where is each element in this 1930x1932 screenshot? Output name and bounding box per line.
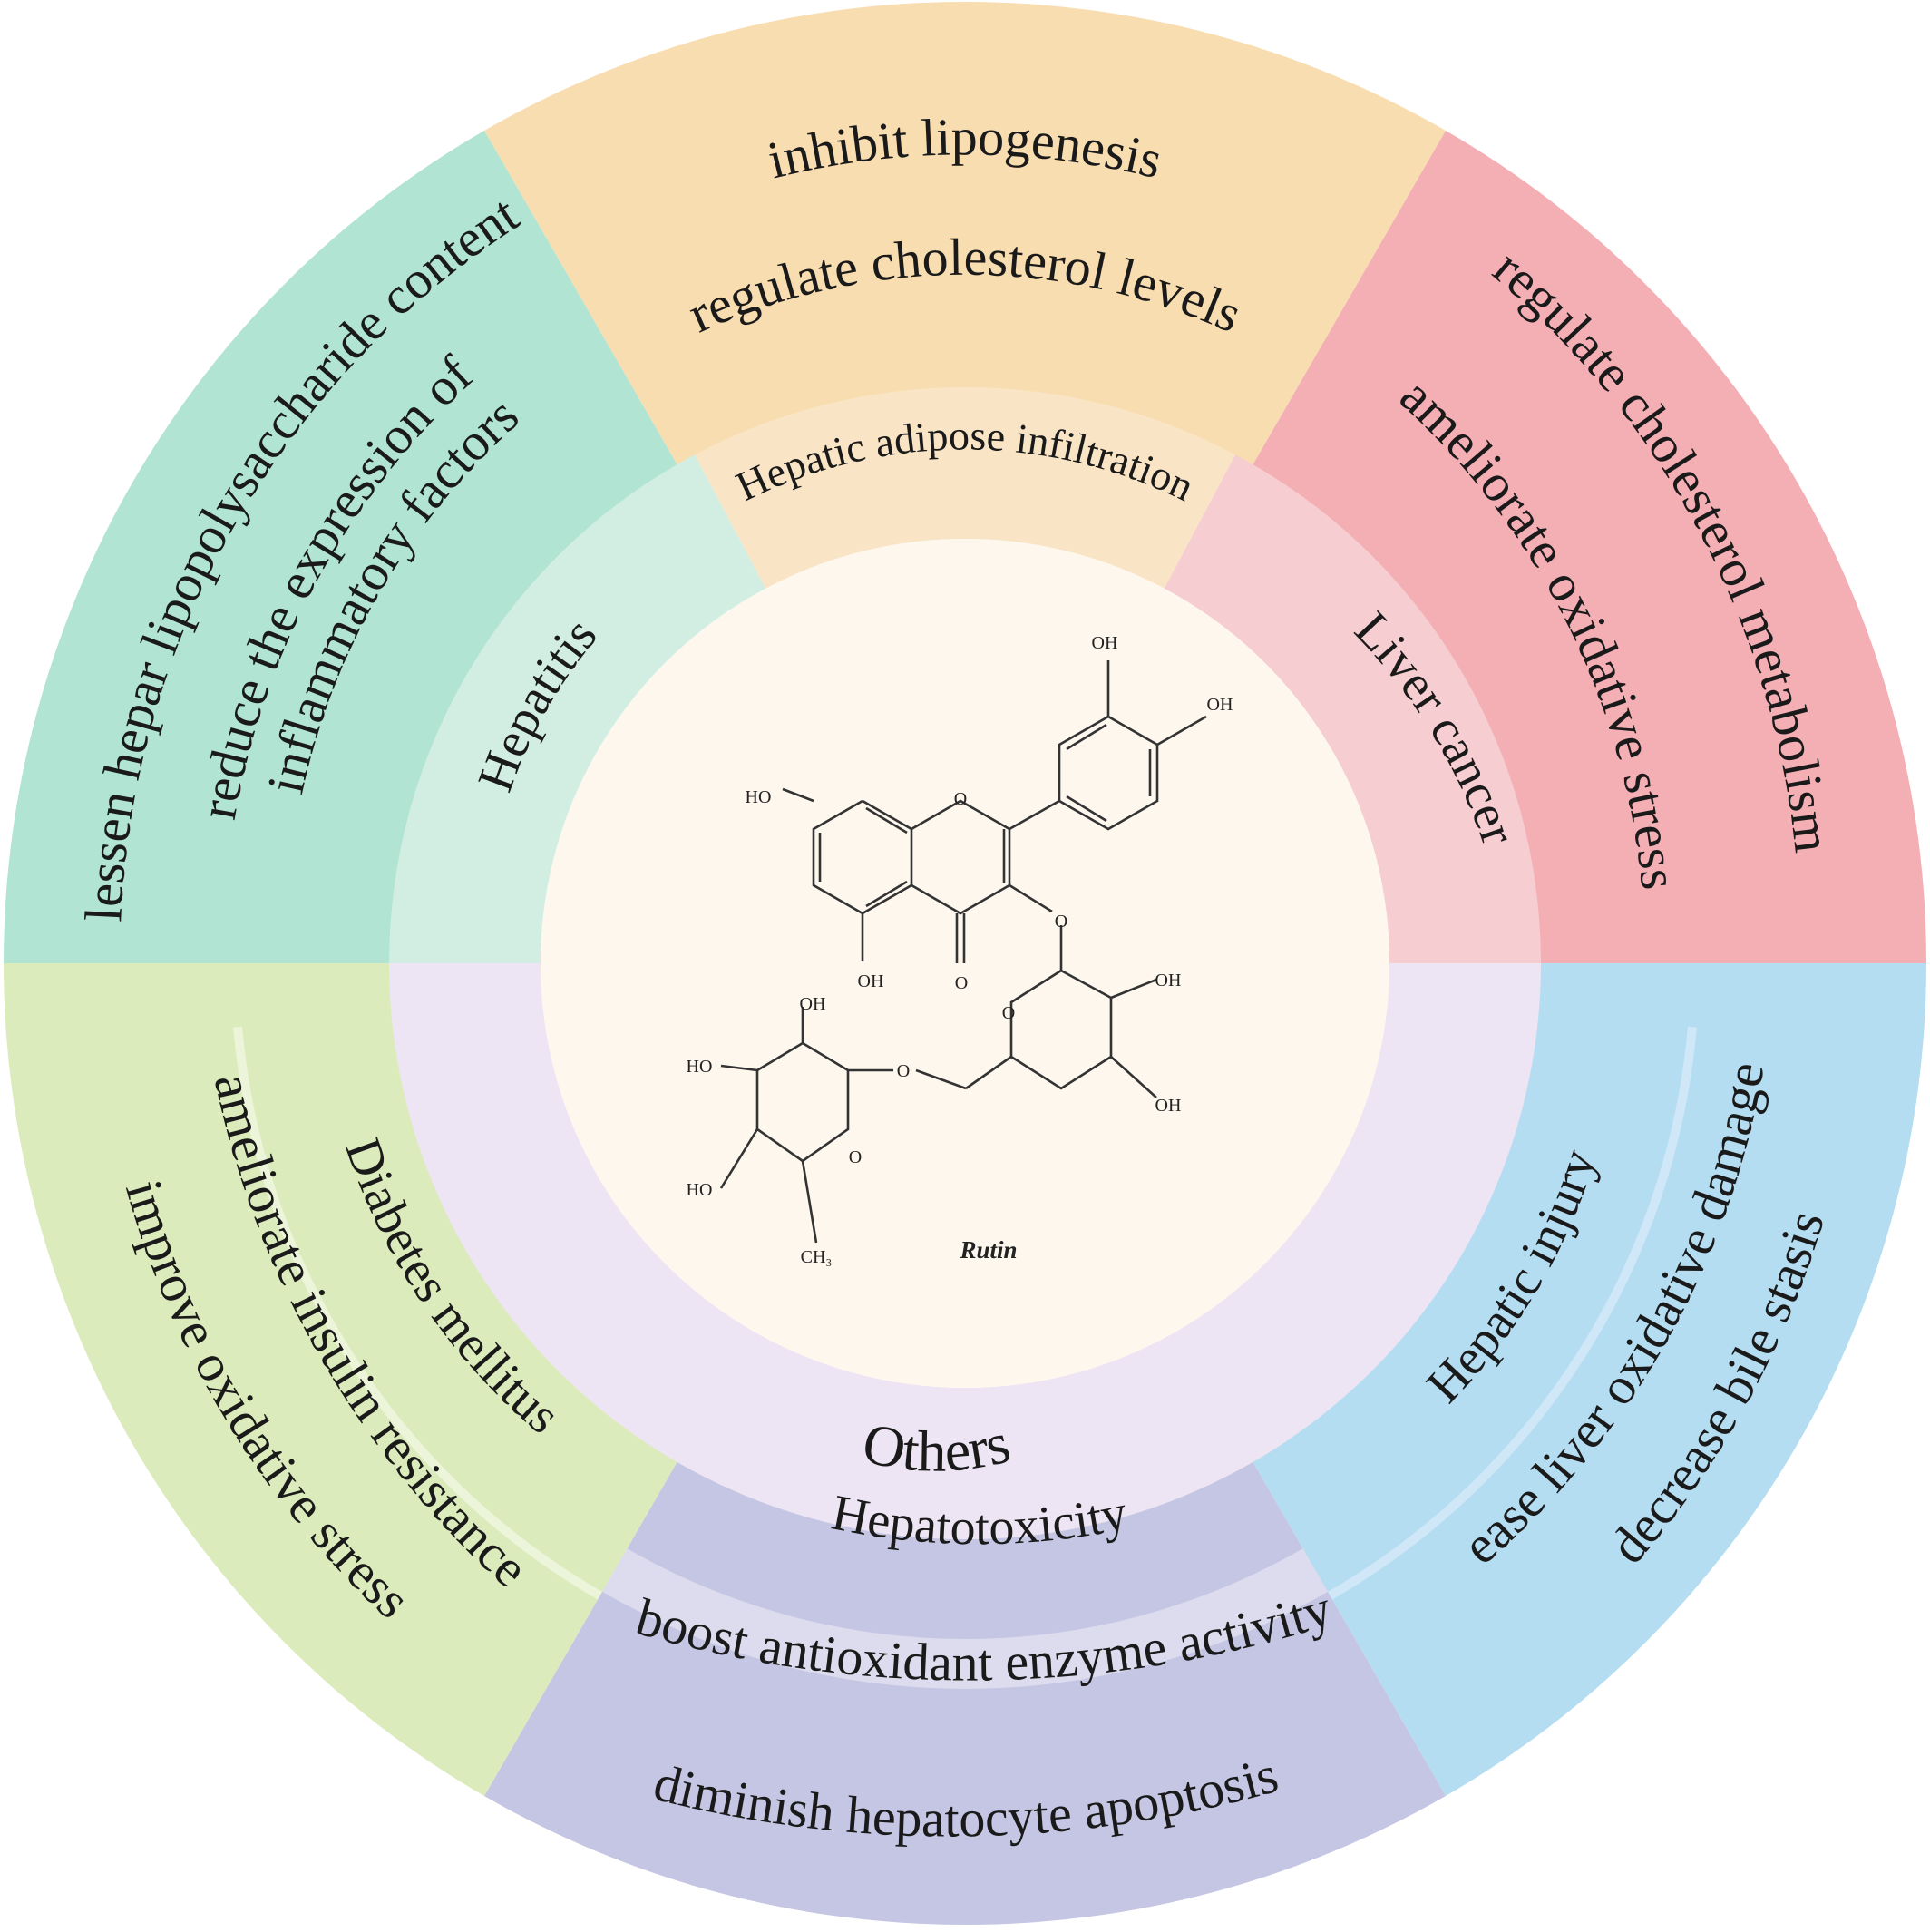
outer-sector-diabetes [4, 963, 682, 1796]
outer-sector-hepatitis [4, 131, 682, 964]
inner-sector-others [389, 963, 1541, 1539]
outer-sector-hepatotoxicity [484, 1454, 1446, 1925]
atom-ho-a7: HO [746, 787, 772, 807]
category-others: Others [857, 1410, 1016, 1484]
atom-o-glycoside: O [1055, 912, 1067, 932]
atom-o-rha: O [849, 1147, 862, 1167]
atom-ho-rha1: HO [687, 1057, 713, 1077]
atom-oh-b4: OH [1207, 695, 1233, 715]
inner-sector-hepatitis [389, 454, 766, 964]
atom-oh-b3: OH [1092, 633, 1118, 653]
atom-ho-rha2: HO [687, 1180, 713, 1200]
atom-oh-glc3: OH [1155, 1096, 1182, 1116]
atom-o-carbonyl: O [955, 973, 968, 993]
atom-oh-a5: OH [858, 971, 884, 991]
inner-band-hepatotoxicity [602, 1548, 1328, 1689]
svg-text:Others: Others [857, 1410, 1016, 1484]
atom-o-glucose: O [1002, 1003, 1015, 1023]
atom-oh-rha: OH [800, 994, 826, 1014]
atom-o-ring: O [954, 789, 967, 809]
outer-sector-liver-cancer [1248, 131, 1926, 964]
inner-sector-liver-cancer [1164, 454, 1541, 964]
outer-sector-hepatic-adipose [484, 2, 1446, 473]
compound-name: Rutin [959, 1236, 1017, 1264]
atom-o-link: O [897, 1061, 910, 1081]
atom-oh-glc2: OH [1155, 971, 1182, 990]
rutin-chemical-structure: OH OH HO O OH O O O OH OH O OH HO HO O C… [687, 633, 1233, 1267]
atom-ch3: CH₃ [801, 1247, 833, 1267]
outer-ring [4, 2, 1926, 1925]
inner-sector-hepatic-adipose [694, 386, 1236, 589]
inner-ring [233, 386, 1697, 1689]
outer-sector-hepatic-injury [1248, 963, 1926, 1796]
